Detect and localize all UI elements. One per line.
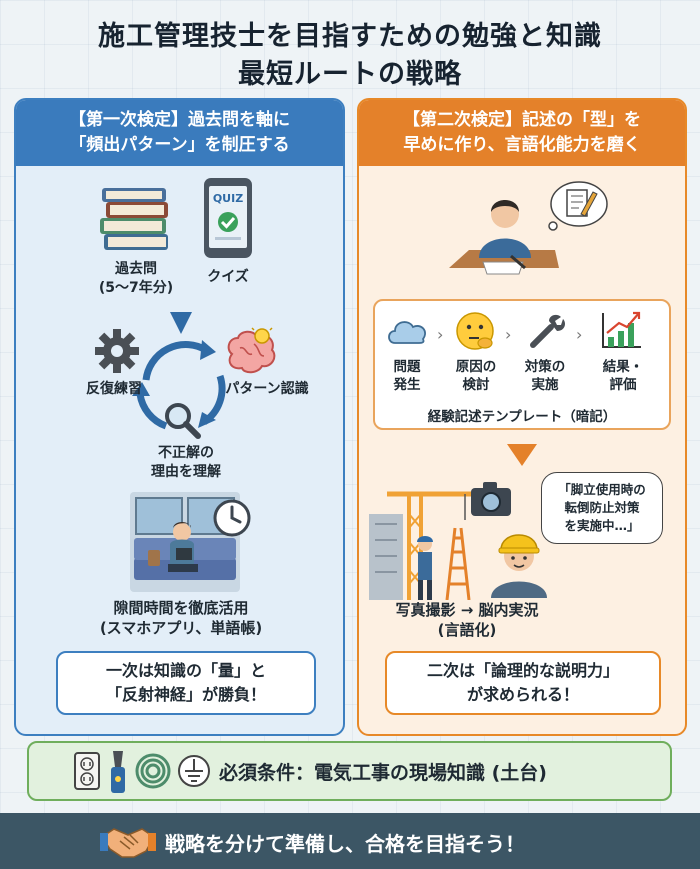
first-exam-header: 【第一次検定】過去問を軸に 「頻出パターン」を制圧する	[16, 100, 343, 166]
step-result-line2: 評価	[609, 376, 637, 393]
first-exam-callout-line2: 「反射神経」が勝負！	[105, 685, 266, 704]
past-exams-years-label: (5〜7年分)	[98, 279, 174, 296]
quiz-icon-text: QUIZ	[213, 192, 243, 205]
first-exam-header-line2: 「頻出パターン」を制圧する	[69, 135, 290, 155]
camera-icon	[471, 482, 511, 516]
second-exam-callout: 二次は「論理的な説明力」 が求められる！	[385, 651, 661, 715]
cloud-icon	[388, 321, 426, 344]
practice-label: 反復練習	[86, 381, 142, 397]
step-problem-line2: 発生	[393, 376, 421, 393]
gear-icon	[95, 329, 139, 373]
down-arrow-icon	[507, 444, 537, 466]
first-exam-header-line1: 【第一次検定】過去問を軸に	[69, 110, 290, 131]
spare-time-label: 隙間時間を徹底活用	[113, 599, 249, 617]
understand-reason-label: 理由を理解	[151, 463, 221, 480]
speech-line1: 「脚立使用時の	[558, 481, 646, 497]
quiz-label: クイズ	[207, 269, 249, 285]
ground-icon	[178, 755, 210, 787]
step-problem-line1: 問題	[393, 359, 421, 375]
step-result-line1: 結果・	[602, 359, 644, 375]
requirement-bar: 必須条件：電気工事の現場知識 (土台)	[27, 741, 672, 801]
step-action-line1: 対策の	[524, 359, 566, 375]
speech-bubble: 「脚立使用時の 転倒防止対策 を実施中…」	[541, 472, 663, 544]
pencil-note-icon	[548, 181, 608, 231]
pattern-label: パターン認識	[225, 381, 309, 397]
step-cause-line2: 検討	[462, 376, 490, 393]
clock-icon	[213, 499, 251, 537]
template-label: 経験記述テンプレート（暗記）	[427, 409, 617, 425]
handshake-icon	[100, 828, 156, 858]
wrench-icon	[530, 314, 565, 348]
step-action-line2: 実施	[531, 376, 559, 393]
cycle-arrows-icon	[132, 340, 226, 430]
verbalization-label: (言語化)	[437, 621, 497, 640]
speech-line3: を実施中…」	[564, 518, 640, 534]
first-exam-callout-line1: 一次は知識の「量」と	[105, 661, 266, 680]
down-arrow-icon	[170, 312, 192, 334]
step-cause-line1: 原因の	[455, 359, 497, 375]
wrong-answer-label: 不正解の	[158, 445, 214, 461]
second-exam-callout-line2: が求められる！	[466, 685, 579, 704]
first-exam-panel: 【第一次検定】過去問を軸に 「頻出パターン」を制圧する 過去問 (5〜7年分) …	[14, 98, 345, 736]
quiz-tablet-icon: QUIZ	[204, 178, 252, 258]
second-exam-header-line1: 【第二次検定】記述の「型」を	[403, 110, 641, 131]
page-title: 施工管理技士を目指すための勉強と知識	[98, 21, 602, 52]
photo-narration-label: 写真撮影 → 脳内実況	[395, 601, 539, 619]
brain-bulb-icon	[227, 326, 276, 374]
second-exam-header-line2: 早めに作り、言語化能力を磨く	[403, 135, 641, 155]
outlet-icon	[74, 752, 100, 790]
first-exam-callout: 一次は知識の「量」と 「反射神経」が勝負！	[56, 651, 316, 715]
thinking-face-icon	[456, 312, 494, 350]
speech-line2: 転倒防止対策	[564, 499, 640, 515]
past-exams-label: 過去問	[115, 261, 157, 277]
second-exam-header: 【第二次検定】記述の「型」を 早めに作り、言語化能力を磨く	[359, 100, 685, 166]
crane-icon	[369, 491, 475, 600]
page-subtitle: 最短ルートの戦略	[238, 59, 462, 90]
tester-icon	[111, 751, 125, 793]
requirement-text: 必須条件：電気工事の現場知識 (土台)	[219, 762, 547, 784]
magnifier-icon	[165, 403, 201, 439]
step-arrow-icon: ›	[437, 325, 444, 344]
footer-text: 戦略を分けて準備し、合格を目指そう！	[165, 832, 525, 856]
footer-banner: 戦略を分けて準備し、合格を目指そう！	[0, 813, 700, 869]
worker-icon	[491, 534, 547, 598]
spare-time-tools-label: (スマホアプリ、単語帳)	[99, 619, 263, 638]
second-exam-callout-line1: 二次は「論理的な説明力」	[426, 661, 619, 680]
writer-icon	[449, 200, 559, 275]
growth-chart-icon	[602, 311, 641, 348]
book-stack-icon	[100, 188, 168, 250]
step-arrow-icon: ›	[505, 325, 512, 344]
template-steps-box: 問題 発生 › 原因の 検討 › 対策の 実施 ›	[373, 299, 671, 430]
cable-icon	[135, 753, 171, 789]
step-arrow-icon: ›	[576, 325, 583, 344]
second-exam-panel: 【第二次検定】記述の「型」を 早めに作り、言語化能力を磨く 問題 発生 ›	[357, 98, 687, 736]
